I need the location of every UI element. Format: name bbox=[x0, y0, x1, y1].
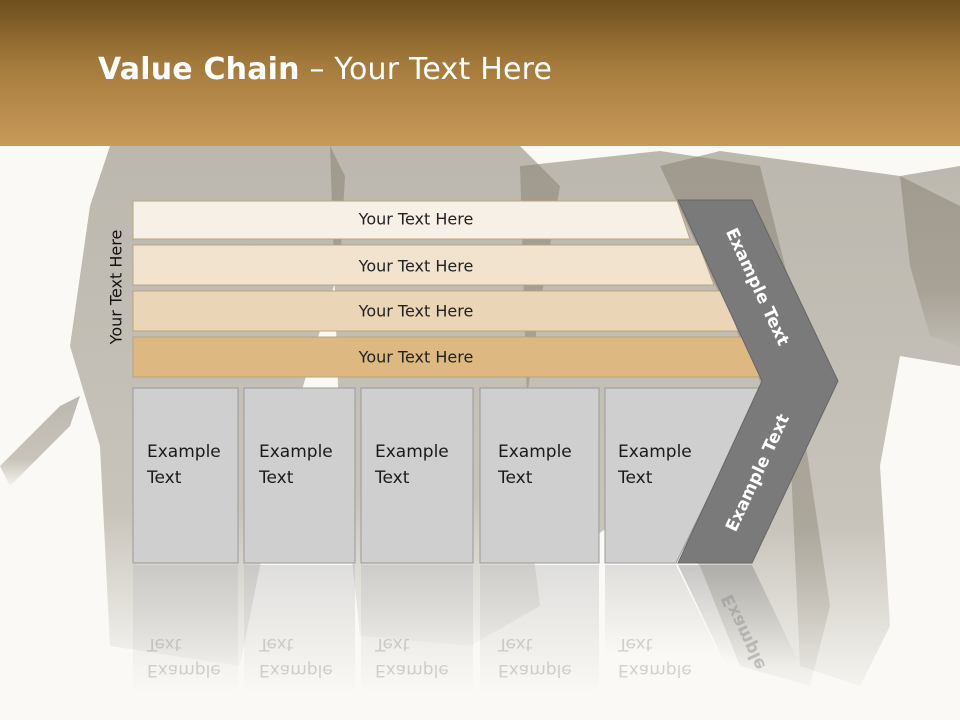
chevron-reflection bbox=[678, 565, 800, 665]
box-reflection-2-line2: Text bbox=[259, 634, 294, 654]
box-reflection-3-line1: Example bbox=[375, 660, 449, 680]
value-row-3 bbox=[132, 290, 739, 332]
value-row-2 bbox=[132, 244, 715, 286]
example-box-3 bbox=[360, 387, 474, 564]
box-label-reflection-5: Example Text bbox=[618, 631, 692, 683]
box-label-2-line1: Example bbox=[259, 442, 333, 462]
chevron-arrow bbox=[677, 199, 839, 564]
title-bold: Value Chain bbox=[98, 52, 300, 87]
box-reflection-1-line2: Text bbox=[147, 634, 182, 654]
box-reflection-4 bbox=[480, 565, 599, 695]
box-label-5-line2: Text bbox=[618, 468, 653, 488]
box-label-reflection-4: Example Text bbox=[498, 631, 572, 683]
row-label-3: Your Text Here bbox=[358, 301, 474, 321]
example-box-5 bbox=[604, 387, 763, 564]
title-rest: Your Text Here bbox=[334, 52, 553, 87]
box-label-reflection-3: Example Text bbox=[375, 631, 449, 683]
box-label-1-line1: Example bbox=[147, 442, 221, 462]
example-box-1 bbox=[132, 387, 239, 564]
row-label-1: Your Text Here bbox=[358, 209, 474, 229]
box-label-4-line2: Text bbox=[498, 468, 533, 488]
box-reflection-5-line2: Text bbox=[618, 634, 653, 654]
box-reflection-2 bbox=[244, 565, 355, 695]
box-reflection-2-line1: Example bbox=[259, 660, 333, 680]
box-label-2-line2: Text bbox=[259, 468, 294, 488]
box-reflection-4-line2: Text bbox=[498, 634, 533, 654]
box-reflection-5 bbox=[605, 565, 720, 655]
example-box-2 bbox=[243, 387, 356, 564]
box-reflection-1 bbox=[133, 565, 238, 695]
box-label-1-line2: Text bbox=[147, 468, 182, 488]
value-row-1 bbox=[132, 200, 691, 240]
row-label-2: Your Text Here bbox=[358, 256, 474, 276]
box-reflection-3 bbox=[361, 565, 473, 695]
title-dash: – bbox=[309, 52, 325, 87]
box-label-reflection-1: Example Text bbox=[147, 631, 221, 683]
slide-title: Value Chain – Your Text Here bbox=[98, 52, 552, 87]
box-reflection-1-line1: Example bbox=[147, 660, 221, 680]
box-label-reflection-2: Example Text bbox=[259, 631, 333, 683]
box-label-3-line1: Example bbox=[375, 442, 449, 462]
box-reflection-5-line1: Example bbox=[618, 660, 692, 680]
box-reflection-4-line1: Example bbox=[498, 660, 572, 680]
header-bar: Value Chain – Your Text Here bbox=[0, 0, 960, 146]
box-label-5-line1: Example bbox=[618, 442, 692, 462]
row-label-4: Your Text Here bbox=[358, 347, 474, 367]
box-label-4-line1: Example bbox=[498, 442, 572, 462]
example-box-4 bbox=[479, 387, 600, 564]
box-label-3-line2: Text bbox=[375, 468, 410, 488]
box-reflection-3-line2: Text bbox=[375, 634, 410, 654]
